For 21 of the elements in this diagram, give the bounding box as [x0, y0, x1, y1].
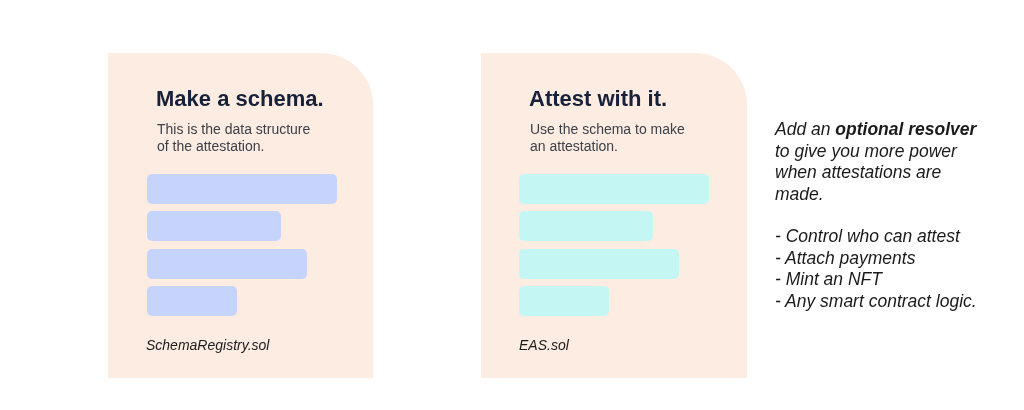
- placeholder-bar: [147, 249, 307, 279]
- placeholder-bar: [519, 174, 709, 204]
- note-text: Add an optional resolver to give you more power when attestations are made.: [775, 119, 978, 205]
- placeholder-bar: [519, 211, 653, 241]
- card-description: Use the schema to make an attestation.: [530, 121, 686, 155]
- file-name: SchemaRegistry.sol: [146, 337, 270, 353]
- list-item: - Mint an NFT: [775, 269, 884, 291]
- card-heading: Make a schema.: [156, 86, 324, 112]
- file-name: EAS.sol: [519, 337, 569, 353]
- list-item: - Control who can attest: [775, 226, 962, 248]
- info-card: [108, 53, 373, 378]
- list-item: - Any smart contract logic.: [775, 290, 978, 312]
- placeholder-bar: [147, 174, 337, 204]
- list-item: - Attach payments: [775, 247, 917, 269]
- placeholder-bar: [519, 249, 679, 279]
- placeholder-bar: [147, 286, 237, 316]
- placeholder-bar: [519, 286, 609, 316]
- info-card: [481, 53, 747, 378]
- placeholder-bar: [147, 211, 281, 241]
- card-description: This is the data structure of the attestation.: [157, 121, 312, 155]
- card-heading: Attest with it.: [529, 86, 668, 112]
